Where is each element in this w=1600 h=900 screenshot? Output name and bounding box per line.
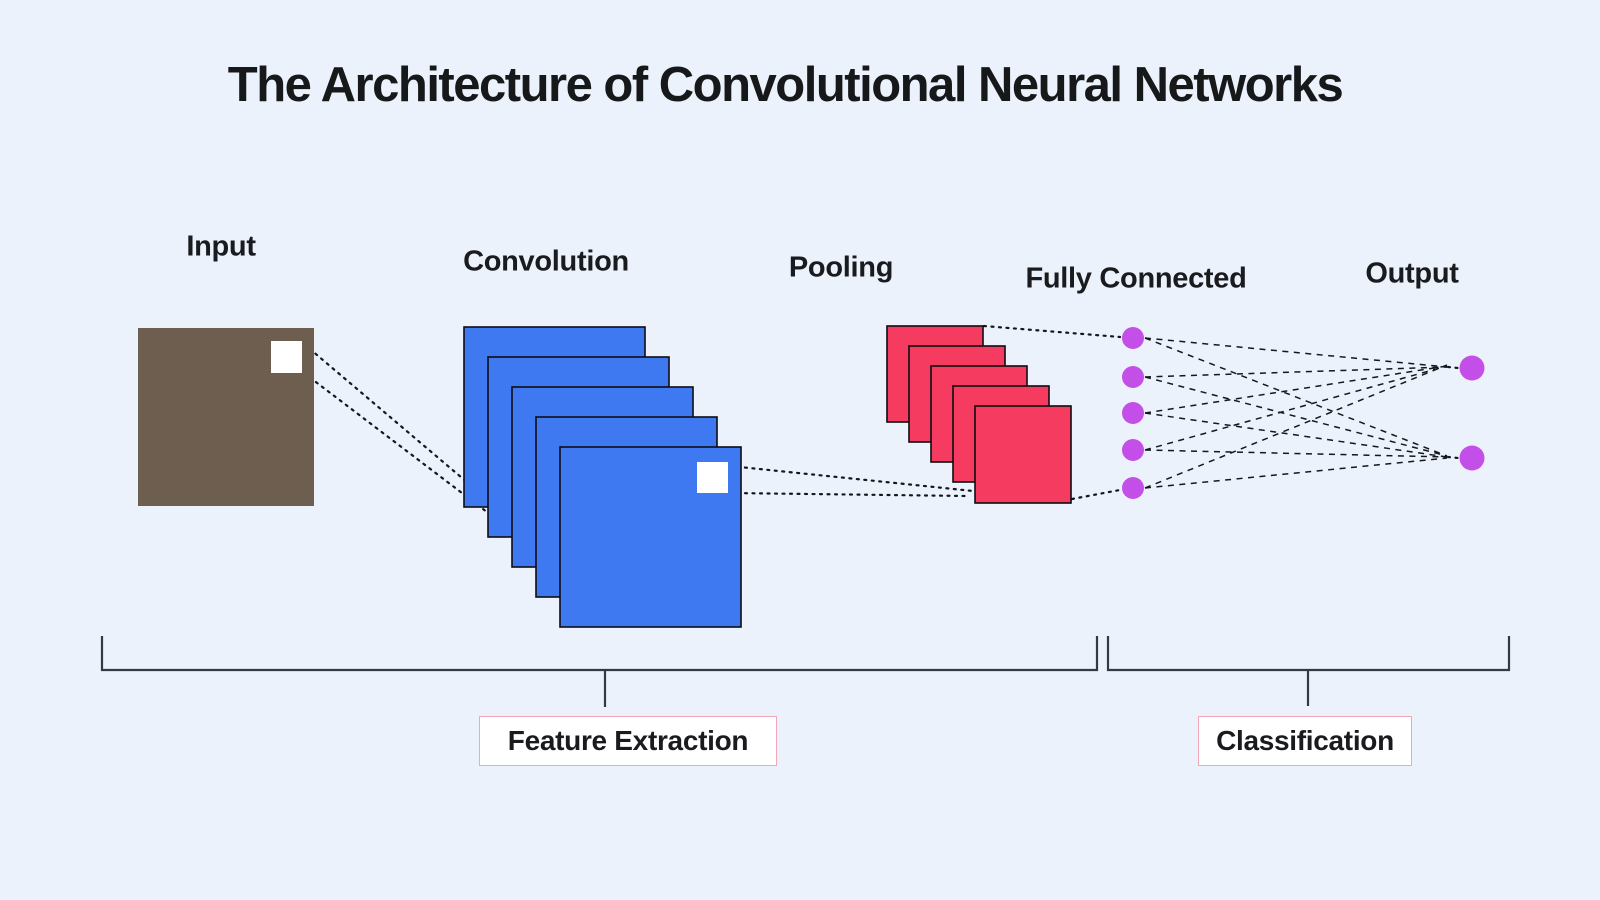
fc-arrow-bottom xyxy=(1446,455,1460,460)
fc-link xyxy=(1144,412,1448,458)
pool-feature-map-5 xyxy=(974,405,1072,504)
fc-neuron-3 xyxy=(1122,402,1144,424)
fc-link xyxy=(1144,364,1448,489)
fc-link xyxy=(1144,366,1448,378)
label-fully-connected: Fully Connected xyxy=(1025,262,1247,295)
fc-neuron-4 xyxy=(1122,439,1144,461)
classification-box: Classification xyxy=(1198,716,1412,766)
connector-pool-to-fc-bottom xyxy=(1070,488,1122,501)
conv-kernel-patch xyxy=(697,462,728,493)
connector-conv-to-pool-top xyxy=(728,464,975,493)
bracket-classification xyxy=(1106,636,1511,672)
fc-neuron-5 xyxy=(1122,477,1144,499)
label-input: Input xyxy=(186,230,256,263)
fc-link xyxy=(1144,449,1448,458)
bracket-feature-extraction xyxy=(100,636,1099,672)
fc-link xyxy=(1144,365,1448,414)
output-neuron-2 xyxy=(1459,445,1485,471)
fc-arrow-top xyxy=(1446,365,1460,370)
diagram-title: The Architecture of Convolutional Neural… xyxy=(227,58,1344,112)
connector-pool-to-fc-top xyxy=(982,324,1122,339)
fc-link xyxy=(1144,365,1448,451)
input-receptive-patch xyxy=(271,341,302,373)
classification-label: Classification xyxy=(1216,725,1394,756)
label-output: Output xyxy=(1365,257,1459,290)
fc-link xyxy=(1144,337,1448,457)
fc-link xyxy=(1144,457,1448,489)
fc-link xyxy=(1144,337,1448,368)
feature-extraction-label: Feature Extraction xyxy=(507,725,749,756)
label-pooling: Pooling xyxy=(788,251,894,284)
output-neuron-1 xyxy=(1459,355,1485,381)
fc-neuron-2 xyxy=(1122,366,1144,388)
fc-to-output-links xyxy=(1144,337,1460,489)
label-convolution: Convolution xyxy=(463,245,629,278)
fc-neuron-1 xyxy=(1122,327,1144,349)
feature-extraction-box: Feature Extraction xyxy=(479,716,777,766)
connector-conv-to-pool-bottom xyxy=(728,491,969,498)
